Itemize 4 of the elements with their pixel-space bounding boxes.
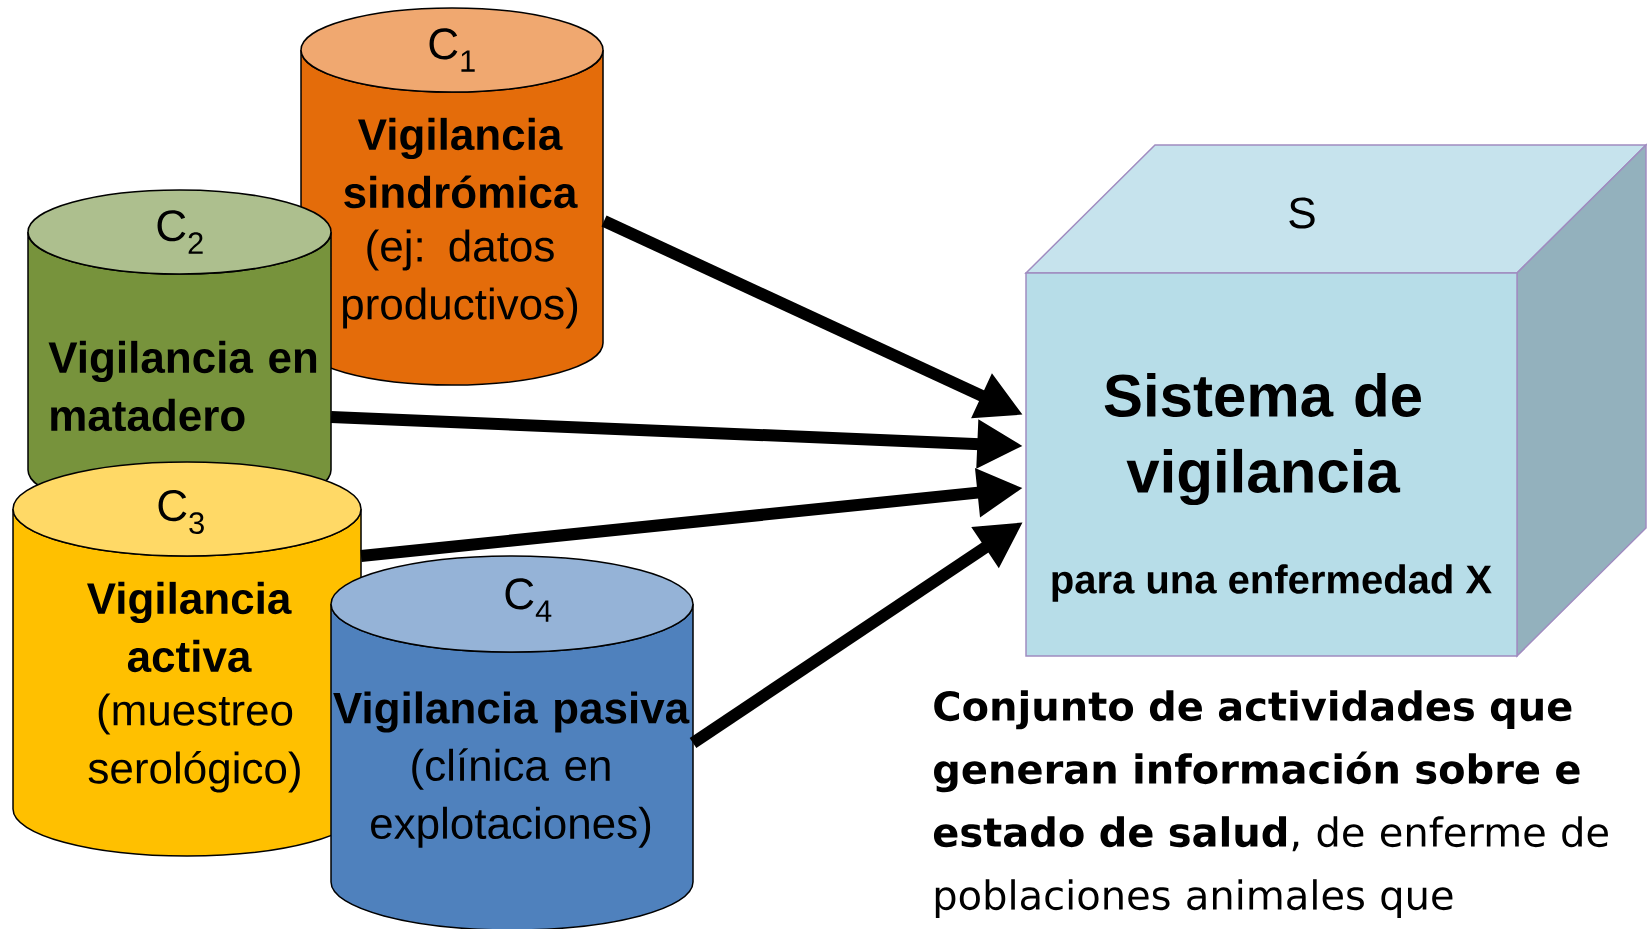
cube-label: S <box>1289 197 1315 229</box>
cube-subtitle: para una enfermedad X <box>1052 564 1492 602</box>
cube-title: Sistema de vigilancia <box>1104 372 1421 506</box>
note-text: Conjunto de actividades que generan información sobre e estado de salud, de enferme de poblaciones animales que <box>933 690 1608 918</box>
